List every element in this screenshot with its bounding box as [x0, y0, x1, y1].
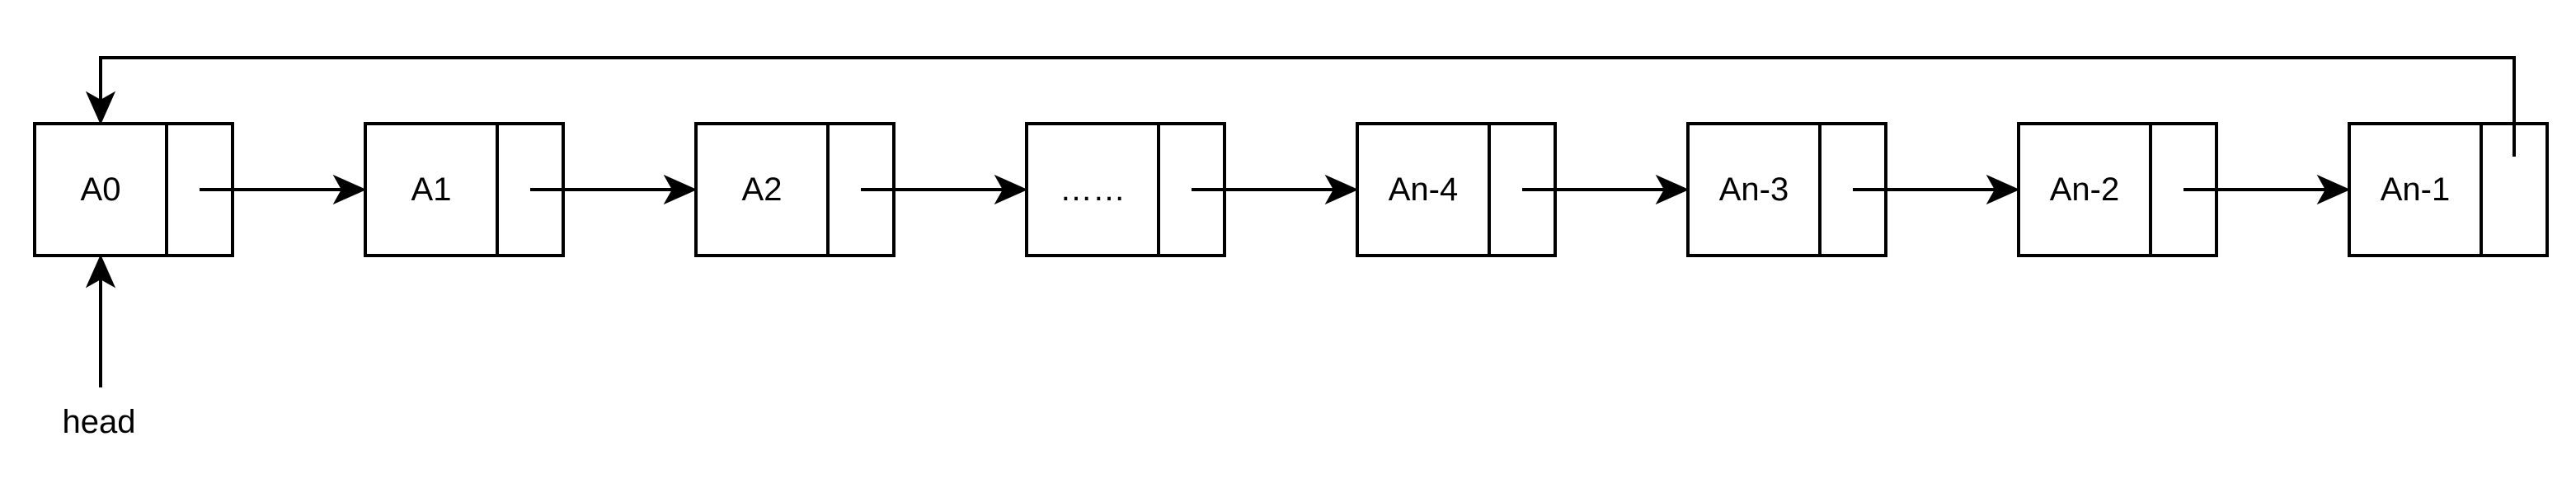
node-a0-label: A0: [81, 171, 121, 208]
arrow-ellipsis-to-an-4: [1192, 174, 1359, 205]
node-a1-label: A1: [411, 171, 452, 208]
node-a1-data-cell: [364, 122, 499, 257]
node-a2-label: A2: [742, 171, 783, 208]
node-an-1-label: An-1: [2381, 171, 2451, 208]
node-an-1: An-1: [2348, 122, 2549, 257]
head-label: head: [63, 404, 136, 440]
arrow-an-3-to-an-2: [1853, 174, 2020, 205]
node-an-1-data-cell: [2348, 122, 2483, 257]
arrow-an-2-to-an-1: [2183, 174, 2351, 205]
node-ellipsis-data-cell: [1025, 122, 1160, 257]
head-pointer-arrow: [85, 254, 116, 387]
node-ellipsis-label: ……: [1060, 171, 1126, 208]
node-an-3-label: An-3: [1719, 171, 1789, 208]
arrow-a0-to-a1: [200, 174, 367, 205]
node-an-4-data-cell: [1356, 122, 1491, 257]
arrow-a1-to-a2: [530, 174, 698, 205]
node-a0: A0: [33, 122, 234, 257]
arrow-a2-to-ellipsis: [861, 174, 1028, 205]
node-an-2-data-cell: [2017, 122, 2152, 257]
arrow-an-4-to-an-3: [1522, 174, 1690, 205]
node-an-2-label: An-2: [2050, 171, 2120, 208]
node-an-4-label: An-4: [1389, 171, 1459, 208]
node-an-3-data-cell: [1686, 122, 1822, 257]
arrow-an-1-to-a0: [85, 56, 2516, 157]
node-a2-data-cell: [694, 122, 830, 257]
node-a0-data-cell: [33, 122, 168, 257]
